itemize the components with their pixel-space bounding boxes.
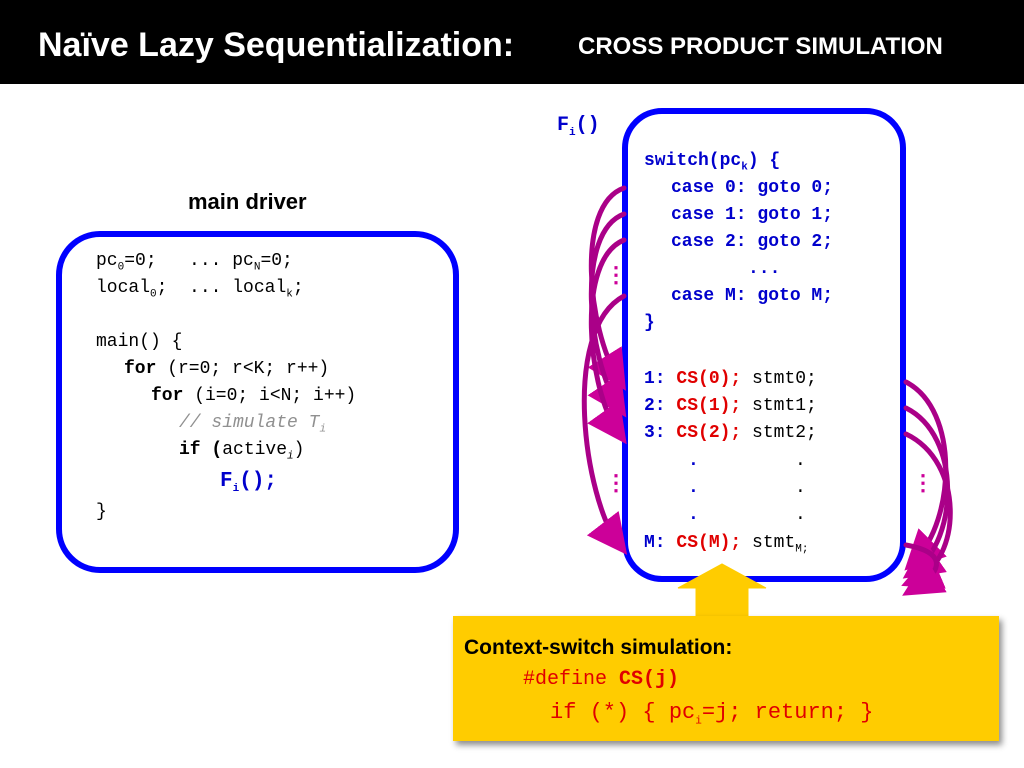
context-switch-title: Context-switch simulation: xyxy=(464,636,733,659)
fi-switch-line: switch(pck) { xyxy=(644,151,781,174)
up-arrow-icon xyxy=(677,563,767,619)
jump-arrow-left xyxy=(587,237,627,445)
slide-title: Naïve Lazy Sequentialization: xyxy=(38,26,515,64)
driver-line-pc: pc0=0; ... pcN=0; xyxy=(96,251,293,274)
fi-case-m: case M: goto M; xyxy=(671,286,834,306)
vertical-ellipsis-icon: ⋮ xyxy=(605,470,627,495)
fi-dot: . xyxy=(795,505,806,525)
fi-switch-close: } xyxy=(644,313,655,333)
fi-dot: . xyxy=(688,505,699,525)
define-body-line: if (*) { pci=j; return; } xyxy=(550,700,874,728)
fi-dot: . xyxy=(688,478,699,498)
jump-arrow-right xyxy=(902,542,947,596)
fi-stmt-2: 2: CS(1); stmt1; xyxy=(644,396,817,416)
fi-stmt-3: 3: CS(2); stmt2; xyxy=(644,423,817,443)
fi-case-2: case 2: goto 2; xyxy=(671,232,834,252)
fi-stmt-m: M: CS(M); stmtM; xyxy=(644,533,809,556)
driver-line-close: } xyxy=(96,502,107,522)
jump-arrow-left xyxy=(581,293,628,555)
fi-dot: . xyxy=(795,451,806,471)
main-driver-box xyxy=(56,231,459,573)
driver-line-comment: // simulate Ti xyxy=(179,413,327,436)
fi-case-ellipsis: ... xyxy=(748,259,781,279)
driver-line-fi-call: Fi(); xyxy=(220,470,278,496)
fi-label: Fi() xyxy=(557,114,600,139)
fi-dot: . xyxy=(795,478,806,498)
driver-line-main: main() { xyxy=(96,332,183,352)
fi-stmt-1: 1: CS(0); stmt0; xyxy=(644,369,817,389)
fi-function-box xyxy=(622,108,906,582)
vertical-ellipsis-icon: ⋮ xyxy=(912,470,934,495)
driver-line-for-r: for (r=0; r<K; r++) xyxy=(124,359,330,379)
driver-line-for-i: for (i=0; i<N; i++) xyxy=(151,386,357,406)
fi-case-1: case 1: goto 1; xyxy=(671,205,834,225)
define-line: #define CS(j) xyxy=(523,668,680,691)
context-switch-box: Context-switch simulation: #define CS(j)… xyxy=(453,616,999,741)
driver-line-if: if (activei) xyxy=(179,440,305,463)
main-driver-heading: main driver xyxy=(188,189,307,214)
fi-dot: . xyxy=(688,451,699,471)
title-bar: Naïve Lazy Sequentialization: CROSS PROD… xyxy=(0,0,1024,84)
vertical-ellipsis-icon: ⋮ xyxy=(605,262,627,287)
slide-subtitle: CROSS PRODUCT SIMULATION xyxy=(578,33,943,60)
fi-case-0: case 0: goto 0; xyxy=(671,178,834,198)
driver-line-local: local0; ... localk; xyxy=(96,278,304,301)
